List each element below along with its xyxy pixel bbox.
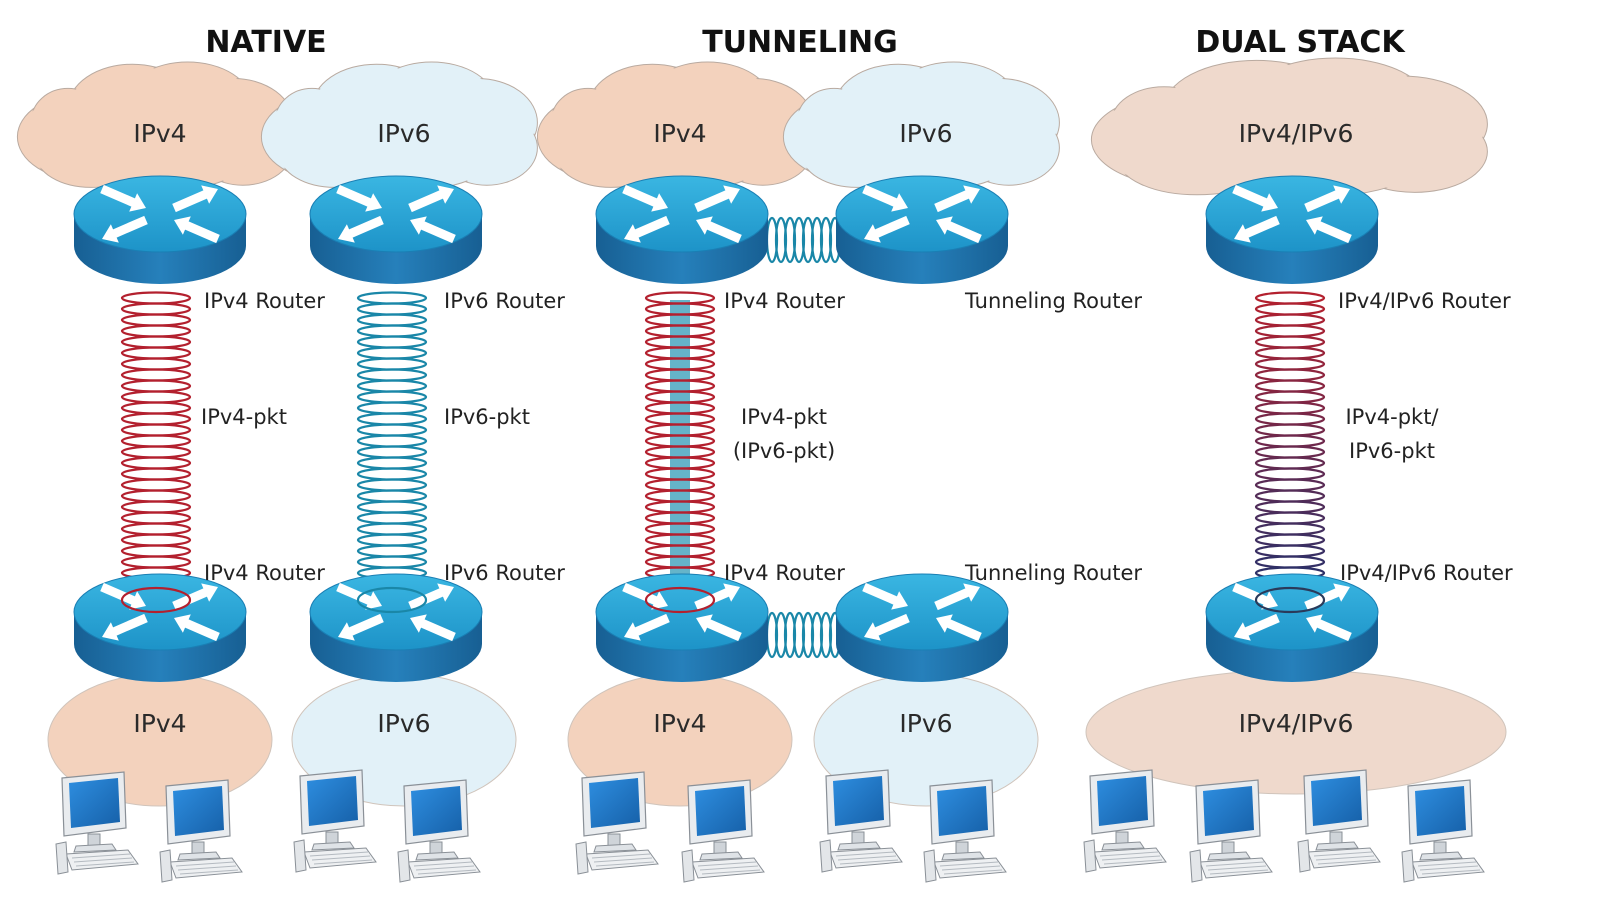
tunneling-ipv4-top-router-icon — [595, 175, 769, 284]
dual-bottom-cloud-label: IPv4/IPv6 — [1239, 709, 1354, 738]
desktop-computer-icon — [1083, 769, 1167, 873]
dual-bottom-router-icon — [1205, 573, 1379, 682]
native-ipv4-bottom-router-icon — [73, 573, 247, 682]
native-bottom-ipv6-cloud-label: IPv6 — [377, 709, 430, 738]
tunneling-pkt-label-line-1: IPv4-pkt — [741, 405, 827, 429]
dual-bottom-router-label: IPv4/IPv6 Router — [1340, 561, 1513, 585]
tunneling-ipv4-link-end — [644, 586, 716, 614]
desktop-computer-icon — [293, 769, 377, 873]
dual-top-router-label: IPv4/IPv6 Router — [1338, 289, 1511, 313]
tunneling-bottom-router-label: Tunneling Router — [964, 561, 1142, 585]
desktop-computer-icon — [923, 779, 1007, 883]
native-ipv6-top-router-icon — [309, 175, 483, 284]
native-ipv4-top-router-label: IPv4 Router — [204, 289, 325, 313]
tunneling-bottom-router-icon — [835, 573, 1009, 682]
tunneling-bottom-ipv4-cloud-label: IPv4 — [653, 709, 706, 738]
dual-top-cloud-icon — [1090, 57, 1488, 198]
native-ipv4-top-router-icon — [73, 175, 247, 284]
native-ipv4-link-end — [120, 586, 192, 614]
tunneling-top-ipv6-cloud-icon — [782, 61, 1060, 191]
tunneled-ipv6-core — [670, 300, 690, 605]
desktop-computer-icon — [819, 769, 903, 873]
tunneling-top-horizontal-link — [765, 216, 842, 264]
dual-pkt-label-line-2: IPv6-pkt — [1349, 439, 1435, 463]
native-ipv6-top-router-label: IPv6 Router — [444, 289, 565, 313]
dual-stack-link — [1254, 291, 1326, 613]
native-ipv4-bottom-router-label: IPv4 Router — [204, 561, 325, 585]
links-layer — [120, 216, 1326, 659]
tunneling-top-router-icon — [835, 175, 1009, 284]
native-top-ipv4-cloud-label: IPv4 — [133, 119, 186, 148]
native-ipv6-link-end — [356, 586, 428, 614]
desktop-computer-icon — [397, 779, 481, 883]
native-ipv6-bottom-router-label: IPv6 Router — [444, 561, 565, 585]
clouds-layer — [16, 57, 1507, 807]
native-ipv4-pkt-label: IPv4-pkt — [201, 405, 287, 429]
tunneling-top-router-label: Tunneling Router — [964, 289, 1142, 313]
native-bottom-ipv4-cloud-label: IPv4 — [133, 709, 186, 738]
native-ipv6-bottom-router-icon — [309, 573, 483, 682]
desktop-computer-icon — [159, 779, 243, 883]
tunneling-ipv4-top-router-label: IPv4 Router — [724, 289, 845, 313]
native-ipv4-link — [120, 291, 192, 613]
dual-stack-title: DUAL STACK — [1195, 25, 1406, 60]
tunneling-pkt-label-line-2: (IPv6-pkt) — [733, 439, 835, 463]
native-top-ipv6-cloud-label: IPv6 — [377, 119, 430, 148]
native-ipv6-link — [356, 291, 428, 613]
tunneling-bottom-horizontal-link — [765, 611, 842, 659]
dual-top-router-icon — [1205, 175, 1379, 284]
native-ipv6-pkt-label: IPv6-pkt — [444, 405, 530, 429]
computers-layer — [55, 769, 1485, 883]
desktop-computer-icon — [55, 771, 139, 875]
dual-top-cloud-label: IPv4/IPv6 — [1239, 119, 1354, 148]
dual-pkt-label-line-1: IPv4-pkt/ — [1345, 405, 1439, 429]
routers-layer — [73, 175, 1379, 682]
tunneling-top-ipv4-cloud-label: IPv4 — [653, 119, 706, 148]
tunneling-bottom-ipv6-cloud-label: IPv6 — [899, 709, 952, 738]
tunneling-top-ipv6-cloud-label: IPv6 — [899, 119, 952, 148]
native-top-ipv6-cloud-icon — [260, 61, 538, 191]
desktop-computer-icon — [1401, 779, 1485, 883]
dual-link-end — [1254, 586, 1326, 614]
desktop-computer-icon — [575, 771, 659, 875]
desktop-computer-icon — [1189, 779, 1273, 883]
native-title: NATIVE — [205, 25, 326, 60]
desktop-computer-icon — [681, 779, 765, 883]
tunneling-ipv4-bottom-router-icon — [595, 573, 769, 682]
tunneling-title: TUNNELING — [702, 25, 898, 60]
desktop-computer-icon — [1297, 769, 1381, 873]
tunneling-ipv4-bottom-router-label: IPv4 Router — [724, 561, 845, 585]
